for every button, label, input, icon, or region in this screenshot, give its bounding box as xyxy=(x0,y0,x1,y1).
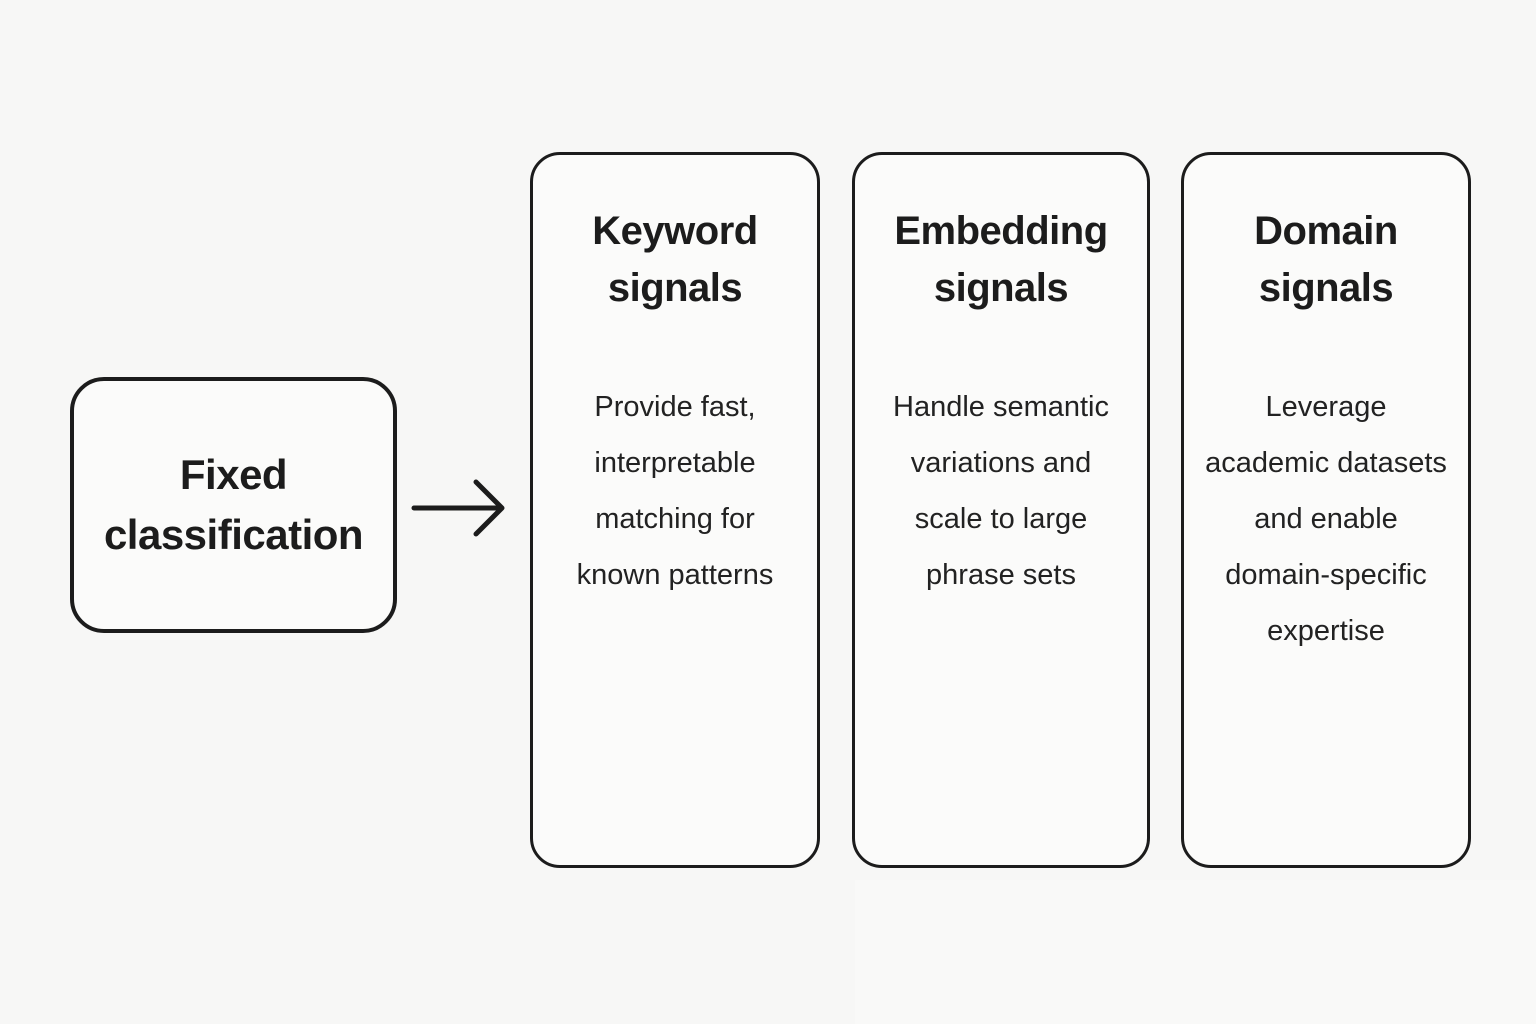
fixed-classification-label: Fixed classification xyxy=(103,451,364,558)
card-body-text: Provide fast, interpretable matching for… xyxy=(576,391,774,591)
card-title: Keyword signals xyxy=(592,209,758,310)
right-arrow-icon xyxy=(411,479,505,537)
card-body-text: Handle semantic variations and scale to … xyxy=(893,391,1109,591)
card-domain-signals: Domain signals Leverage academic dataset… xyxy=(1181,152,1471,868)
card-keyword-signals: Keyword signals Provide fast, interpreta… xyxy=(530,152,820,868)
card-body-text: Leverage academic datasets and enable do… xyxy=(1205,391,1447,647)
card-title: Domain signals xyxy=(1254,209,1398,310)
card-title: Embedding signals xyxy=(894,209,1108,310)
fixed-classification-box: Fixed classification xyxy=(70,377,397,633)
card-embedding-signals: Embedding signals Handle semantic variat… xyxy=(852,152,1150,868)
